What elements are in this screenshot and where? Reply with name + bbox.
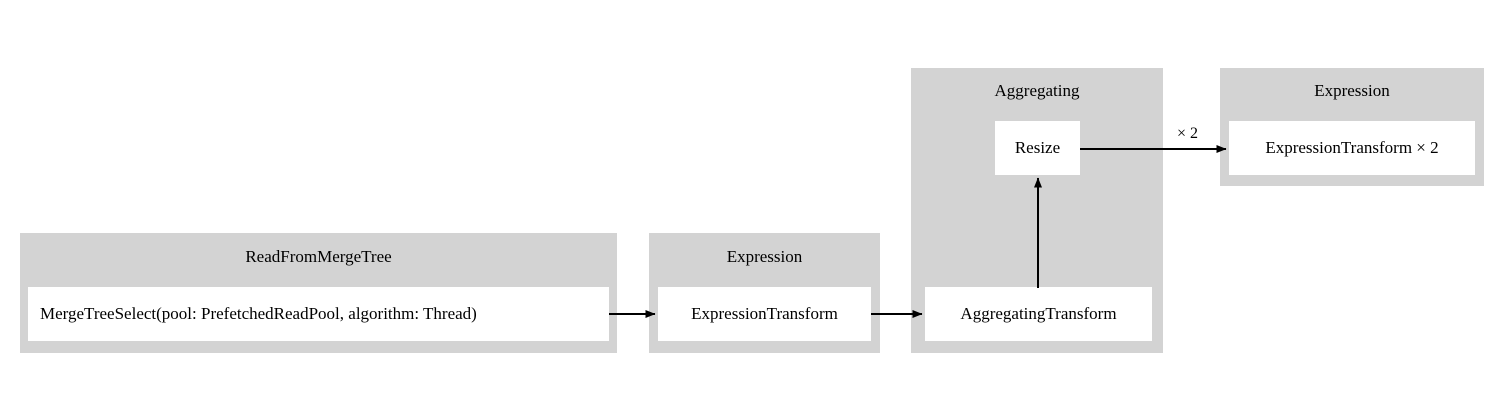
node-label-expression-transform-x2: ExpressionTransform × 2 (1265, 138, 1439, 157)
cluster-label-expression-lower: Expression (726, 247, 803, 266)
node-expression-transform[interactable]: ExpressionTransform (658, 287, 871, 341)
node-expression-transform-x2[interactable]: ExpressionTransform × 2 (1229, 121, 1475, 175)
node-merge-tree-select[interactable]: MergeTreeSelect(pool: PrefetchedReadPool… (28, 287, 609, 341)
node-aggregating-transform[interactable]: AggregatingTransform (925, 287, 1152, 341)
node-label-resize: Resize (1014, 138, 1061, 157)
node-label-aggregating-transform: AggregatingTransform (960, 304, 1117, 323)
node-resize[interactable]: Resize (995, 121, 1080, 175)
node-label-merge-tree-select: MergeTreeSelect(pool: PrefetchedReadPool… (40, 304, 477, 323)
node-label-expression-transform: ExpressionTransform (691, 304, 838, 323)
cluster-label-expression-upper: Expression (1314, 81, 1390, 100)
cluster-label-aggregating: Aggregating (994, 81, 1080, 100)
edge-label-resize-to-expression-x2: × 2 (1177, 125, 1199, 142)
cluster-label-read-from-merge-tree: ReadFromMergeTree (245, 247, 392, 266)
